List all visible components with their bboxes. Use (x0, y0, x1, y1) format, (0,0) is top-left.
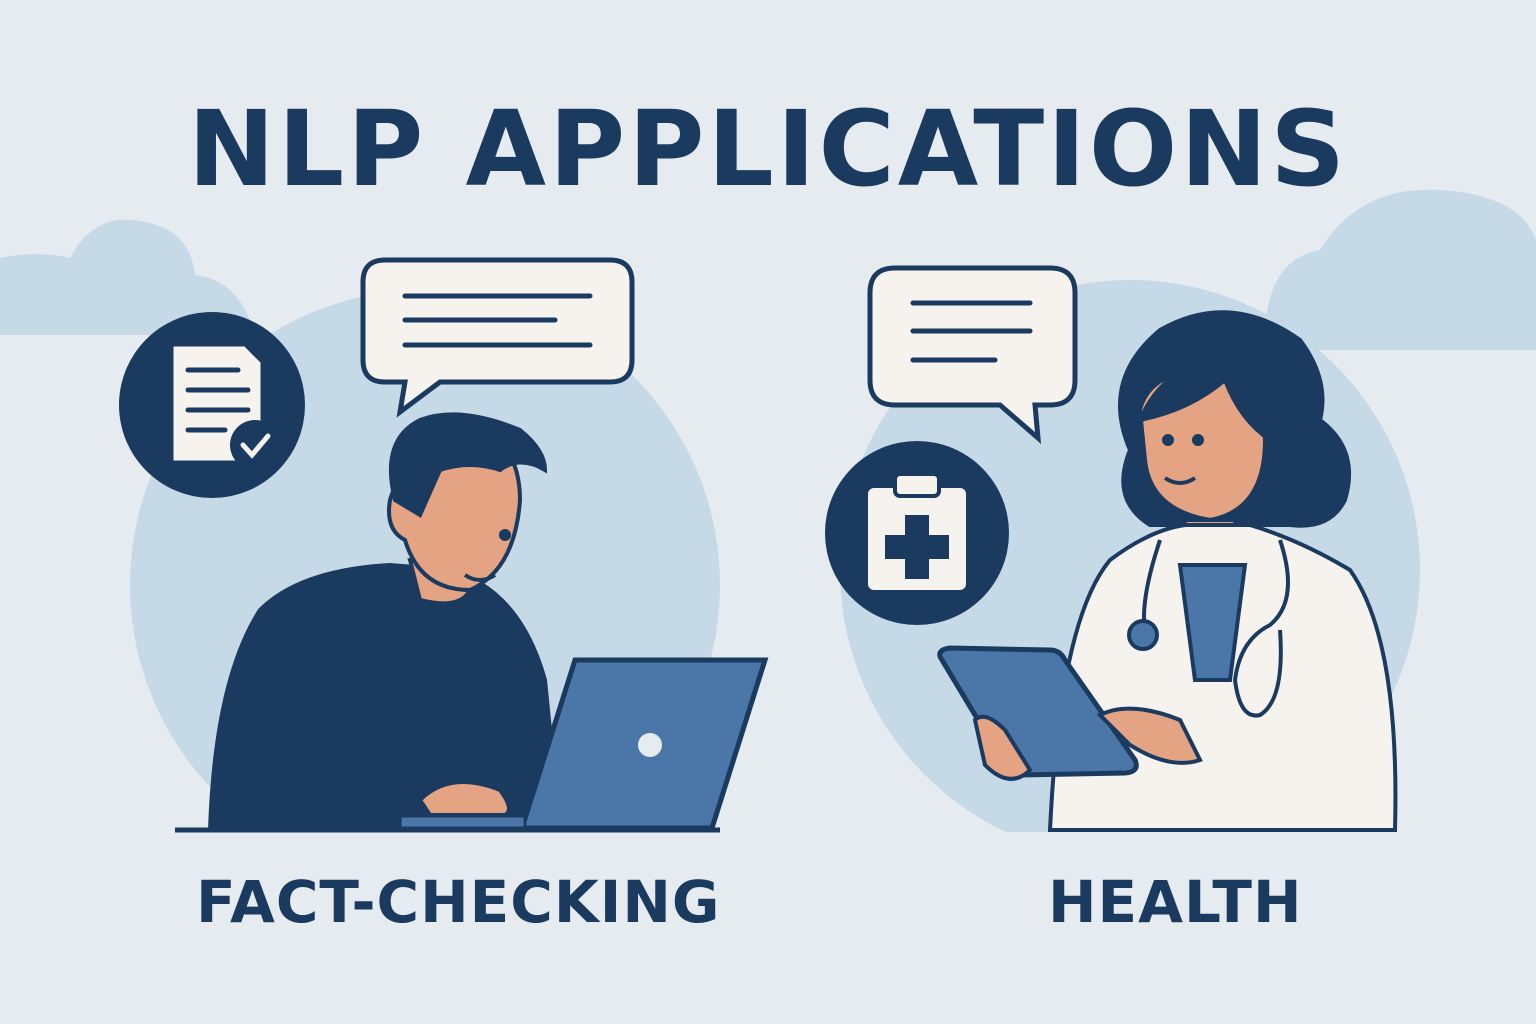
laptop[interactable] (175, 657, 769, 833)
cloud-left (0, 219, 255, 335)
speech-bubble-left (360, 257, 635, 418)
tablet[interactable] (937, 645, 1203, 781)
man-at-laptop (207, 412, 563, 832)
document-check-icon (119, 312, 305, 498)
label-fact-checking: FACT-CHECKING (196, 868, 721, 936)
page-title: NLP APPLICATIONS (187, 88, 1349, 210)
speech-bubble-right (867, 265, 1078, 444)
label-health: HEALTH (1048, 868, 1303, 936)
doctor (1047, 310, 1398, 832)
medical-clipboard-icon (825, 441, 1009, 625)
cloud-right (1264, 189, 1536, 350)
